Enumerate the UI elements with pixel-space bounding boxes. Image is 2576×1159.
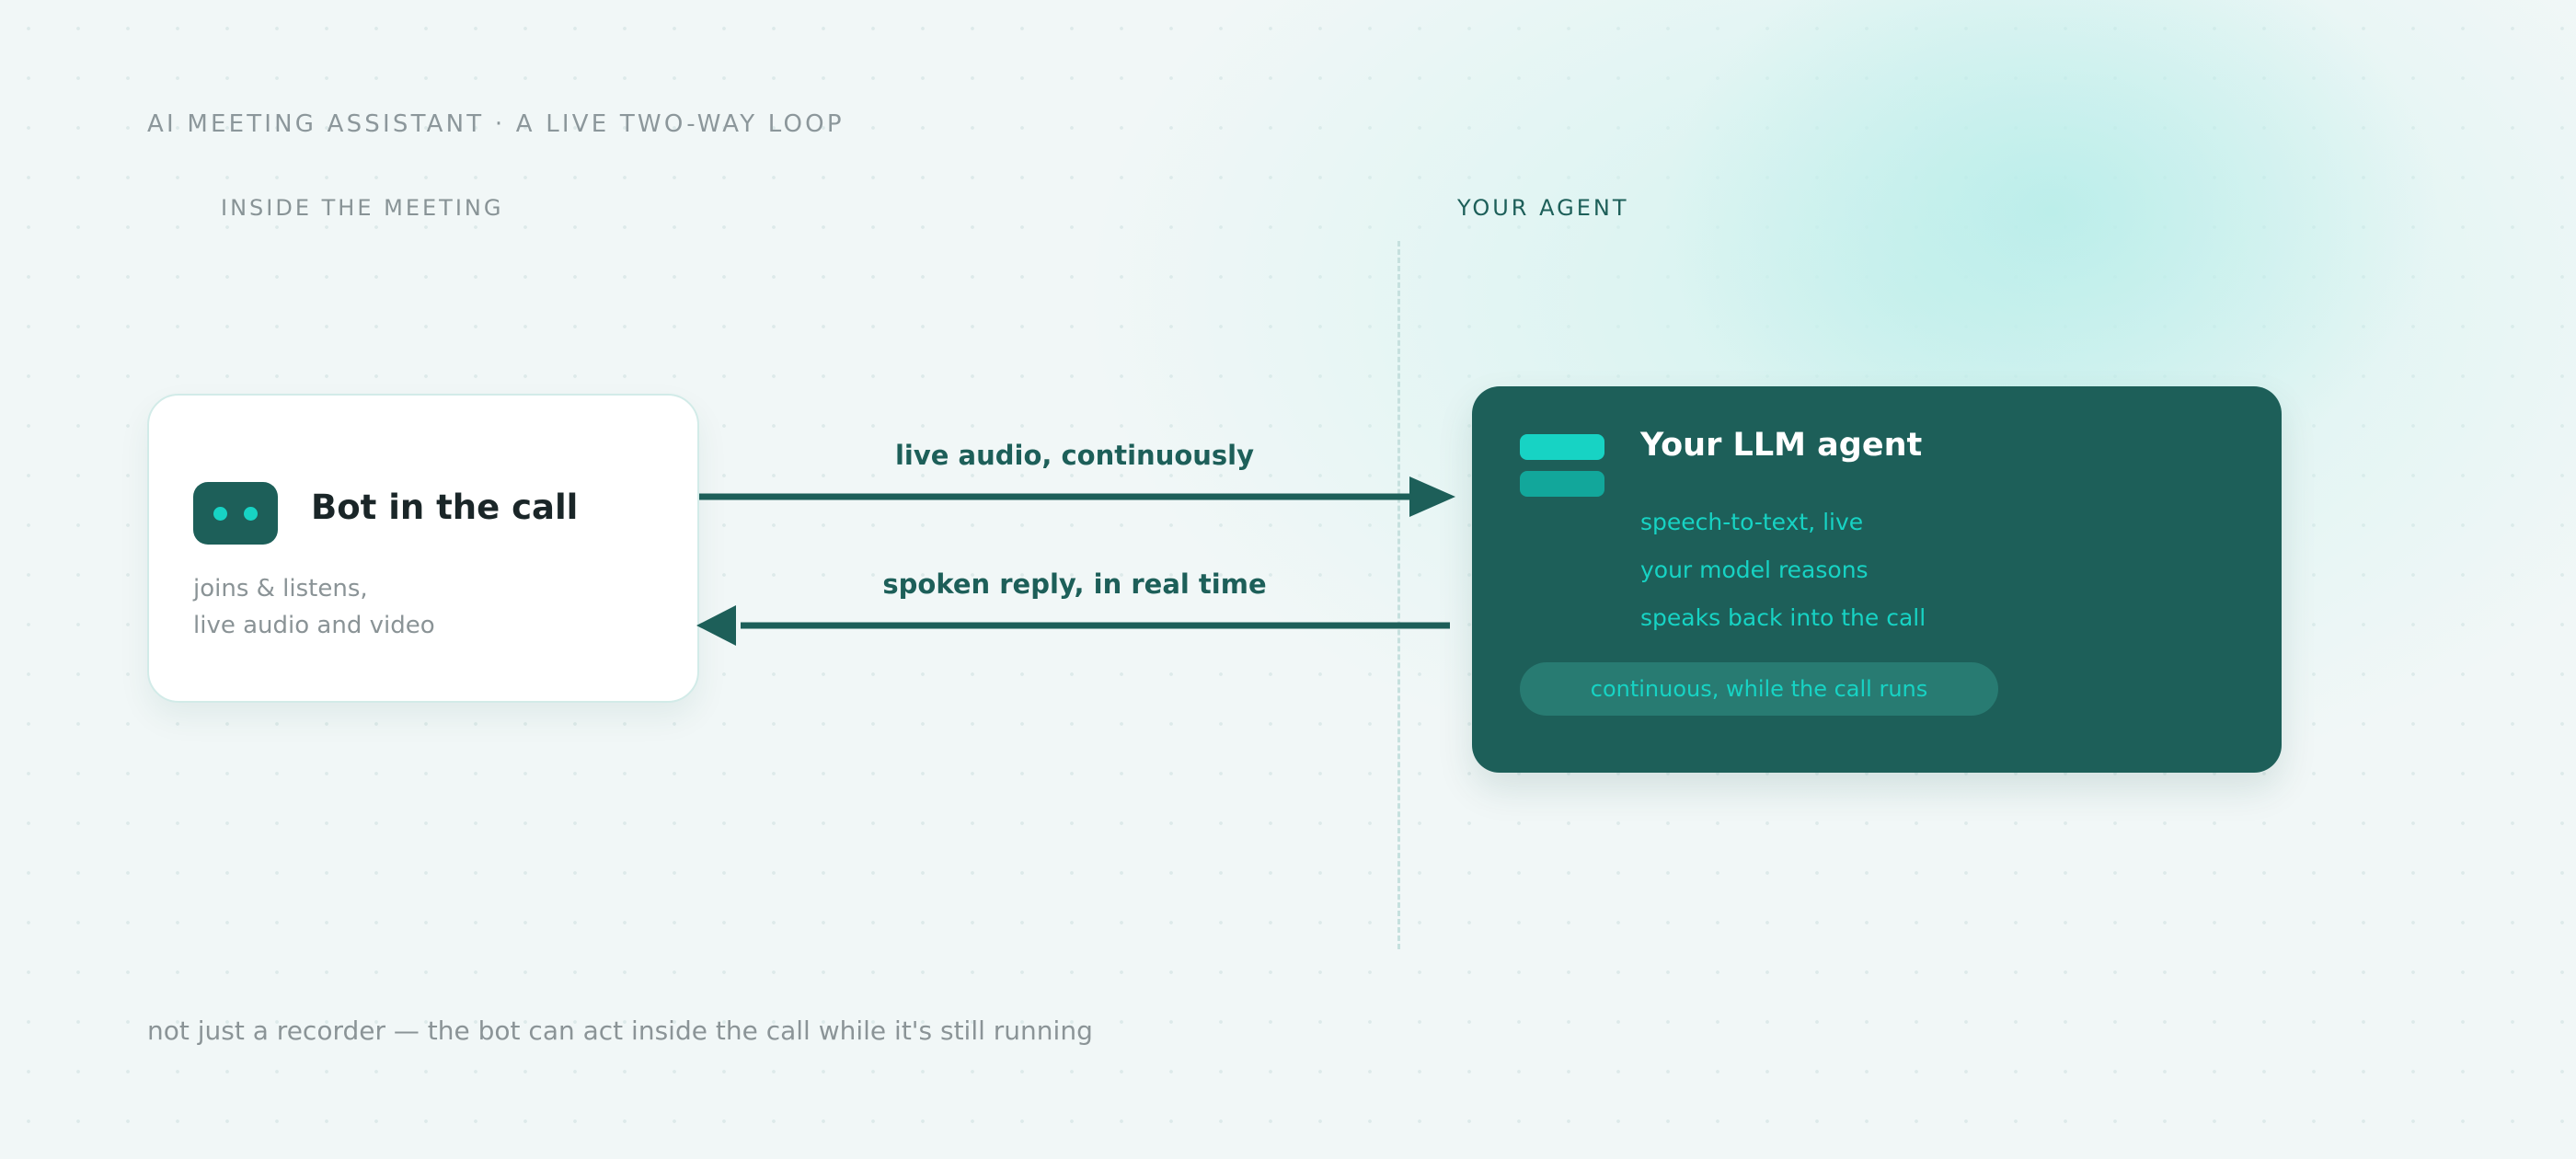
continuous-pill: continuous, while the call runs [1520,662,1998,716]
bot-description-line: live audio and video [193,612,435,639]
agent-card: Your LLM agent speech-to-text, live your… [1472,386,2282,773]
bot-description-line: joins & listens, [193,575,368,602]
bot-card: Bot in the call joins & listens, live au… [147,394,699,703]
footnote: not just a recorder — the bot can act in… [147,1016,1093,1046]
agent-step: speaks back into the call [1640,604,1926,631]
bot-card-description: joins & listens, live audio and video [193,570,435,644]
arrow-to-agent-head [1409,476,1455,517]
arrow-to-bot-head [696,605,736,646]
bot-eye-right [244,507,258,521]
bot-eye-left [213,507,227,521]
agent-step: speech-to-text, live [1640,509,1864,535]
diagram-eyebrow-title: AI MEETING ASSISTANT · A LIVE TWO-WAY LO… [147,110,845,138]
flow-label-to-bot: spoken reply, in real time [882,568,1267,600]
bot-face-icon [193,482,278,545]
stacked-bar-top [1520,434,1604,460]
flow-label-to-agent: live audio, continuously [894,440,1255,471]
agent-steps-list: speech-to-text, live your model reasons … [1640,499,1926,642]
section-divider [1397,241,1400,949]
bot-card-title: Bot in the call [311,488,579,527]
agent-step: your model reasons [1640,557,1869,583]
section-label-agent: YOUR AGENT [1457,195,1629,221]
stacked-bar-bottom [1520,471,1604,497]
section-label-meeting: INSIDE THE MEETING [221,195,504,221]
agent-card-title: Your LLM agent [1640,427,1923,464]
